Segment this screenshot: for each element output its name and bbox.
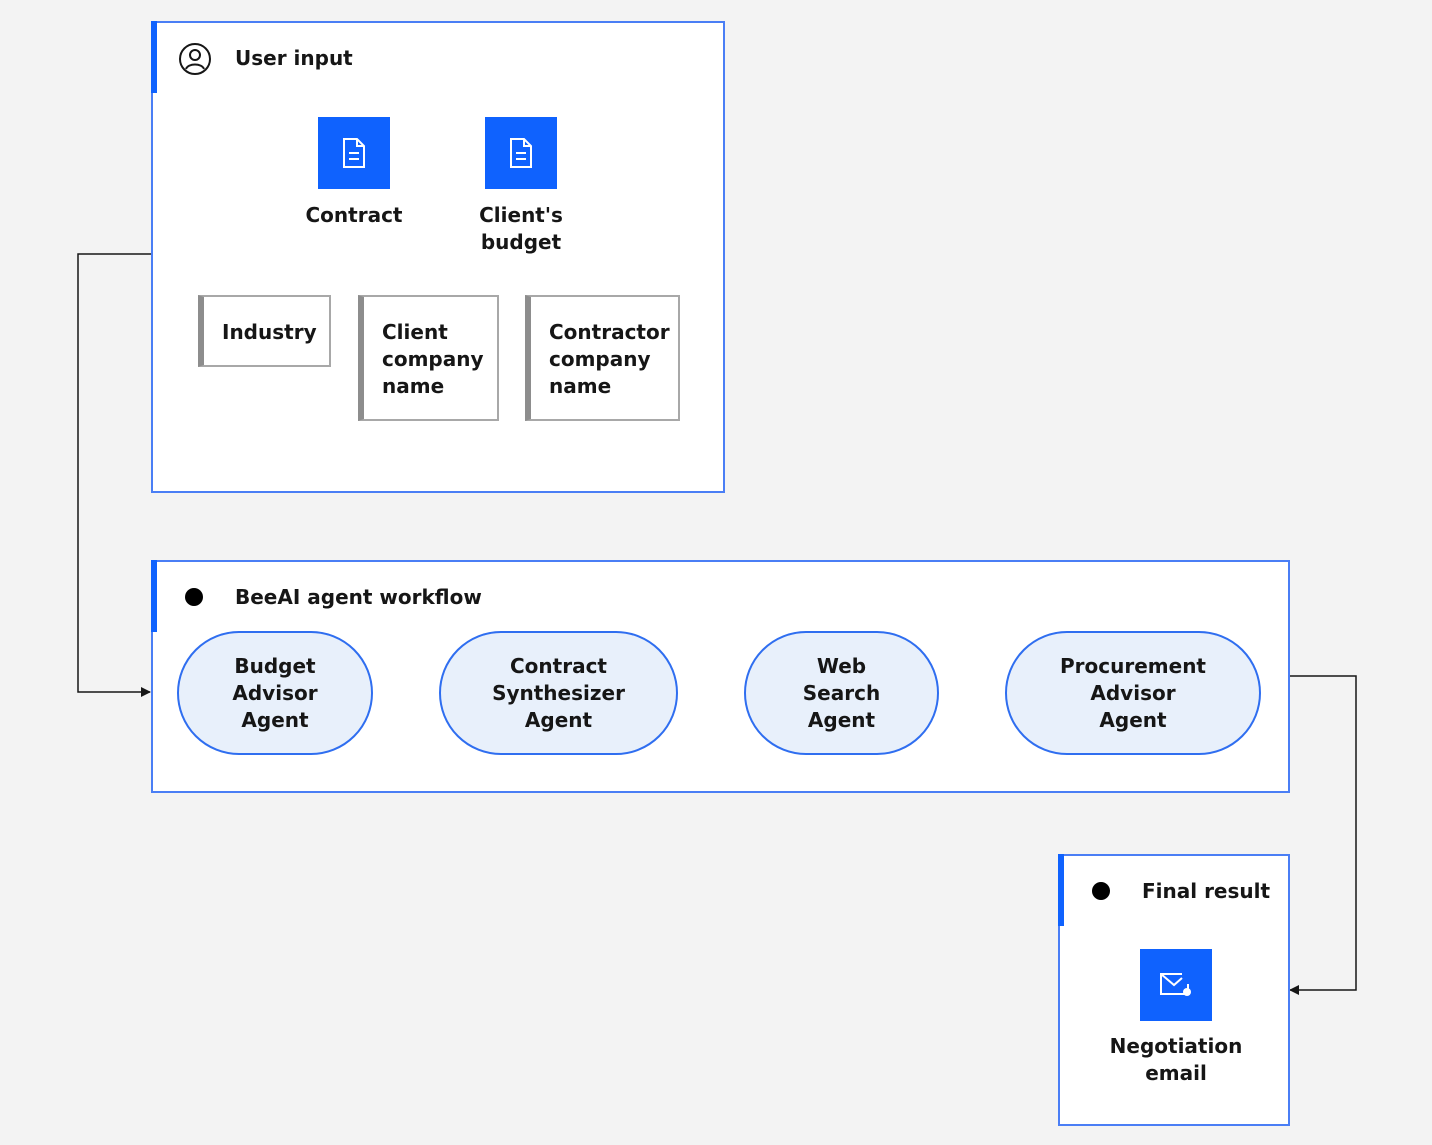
- agent-workflow-panel: BeeAI agent workflow Budget Advisor Agen…: [151, 560, 1290, 793]
- panel-accent-bar: [151, 560, 157, 632]
- web-search-agent: Web Search Agent: [744, 631, 939, 755]
- connector-workflow-to-result: [1289, 675, 1357, 995]
- negotiation-email-label: Negotiation email: [1109, 1034, 1243, 1085]
- contract-document-tile: [318, 117, 390, 189]
- client-budget-label: Client's budget: [479, 203, 563, 254]
- email-icon: [1160, 973, 1191, 996]
- contractor-company-name-field: Contractor company name: [525, 295, 680, 421]
- contract-label: Contract: [305, 203, 403, 227]
- user-input-panel: User input Contract Client's budget Indu…: [151, 21, 725, 493]
- procurement-advisor-agent: Procurement Advisor Agent: [1005, 631, 1261, 755]
- document-icon: [343, 138, 365, 168]
- panel-accent-bar: [151, 21, 157, 93]
- budget-advisor-agent: Budget Advisor Agent: [177, 631, 373, 755]
- client-company-name-field: Client company name: [358, 295, 499, 421]
- contract-synthesizer-agent: Contract Synthesizer Agent: [439, 631, 678, 755]
- bullet-dot: [1092, 882, 1110, 900]
- final-result-title: Final result: [1142, 879, 1271, 903]
- panel-accent-bar: [1058, 854, 1064, 926]
- bullet-dot: [185, 588, 203, 606]
- negotiation-email-tile: [1140, 949, 1212, 1021]
- document-icon: [510, 138, 532, 168]
- workflow-title: BeeAI agent workflow: [235, 585, 482, 609]
- client-budget-document-tile: [485, 117, 557, 189]
- user-input-title: User input: [235, 46, 353, 70]
- connector-input-to-workflow: [77, 253, 152, 697]
- final-result-panel: Final result Negotiation email: [1058, 854, 1290, 1126]
- industry-field: Industry: [198, 295, 331, 367]
- user-icon: [179, 43, 211, 75]
